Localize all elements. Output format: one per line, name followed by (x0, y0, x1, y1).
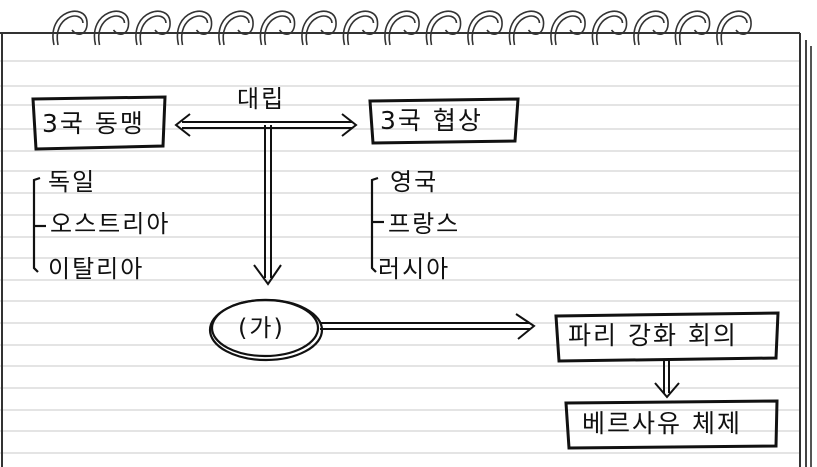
left-bracket (32, 176, 46, 273)
spiral-ring-inner (429, 15, 458, 46)
spiral-ring (218, 10, 254, 46)
spiral-ring (384, 10, 420, 46)
center-node-label: (가) (238, 314, 285, 342)
spiral-ring-inner (97, 15, 126, 46)
system-box-frame (564, 399, 779, 450)
left-box-label: 3국 동맹 (42, 109, 145, 138)
spiral-ring (674, 10, 711, 46)
spiral-ring-inner (595, 15, 624, 46)
spiral-ring (176, 10, 213, 46)
system-label: 베르사유 체제 (582, 409, 742, 438)
spiral-ring-inner (263, 15, 292, 46)
spiral-ring-inner (139, 15, 167, 46)
spiral-ring-inner (346, 15, 375, 46)
spiral-ring (135, 10, 171, 46)
spiral-ring (93, 10, 130, 46)
spiral-ring-inner (180, 15, 209, 46)
spiral-ring (259, 10, 296, 46)
spiral-ring (550, 10, 586, 46)
conference-box-frame (554, 311, 780, 363)
spiral-ring (591, 10, 628, 46)
spiral-ring (52, 10, 88, 46)
spiral-ring (633, 10, 669, 46)
conference-label: 파리 강화 회의 (568, 321, 738, 350)
spiral-ring (467, 10, 503, 46)
spiral-ring (342, 10, 379, 46)
down-arrow-center (253, 125, 282, 286)
spiral-ring-inner (56, 15, 84, 46)
right-box-label: 3국 협상 (380, 106, 483, 135)
spiral-binding (52, 10, 752, 46)
left-member-1: 독일 (48, 168, 97, 196)
spiral-ring (716, 10, 752, 46)
left-box-frame (31, 95, 167, 151)
spiral-ring-inner (222, 15, 250, 46)
down-arrow-system (654, 360, 680, 399)
right-box-frame (368, 97, 520, 145)
conflict-arrow (174, 113, 358, 137)
spiral-ring-inner (554, 15, 582, 46)
spiral-ring-inner (637, 15, 665, 46)
spiral-ring-inner (720, 15, 748, 46)
spiral-ring (425, 10, 462, 46)
spiral-ring-inner (305, 15, 333, 46)
spiral-ring-inner (512, 15, 541, 46)
left-member-3: 이탈리아 (48, 255, 145, 283)
conflict-label: 대립 (237, 85, 286, 113)
right-bracket (370, 176, 384, 273)
spiral-ring-inner (678, 15, 707, 46)
spiral-ring-inner (388, 15, 416, 46)
right-member-2: 프랑스 (388, 210, 461, 238)
right-member-1: 영국 (390, 168, 439, 196)
ruled-lines (0, 32, 800, 454)
spiral-ring-inner (471, 15, 499, 46)
spiral-ring (508, 10, 545, 46)
left-member-2: 오스트리아 (50, 210, 171, 238)
right-member-3: 러시아 (378, 255, 451, 283)
right-arrow-conference (320, 313, 536, 340)
spiral-ring (301, 10, 337, 46)
